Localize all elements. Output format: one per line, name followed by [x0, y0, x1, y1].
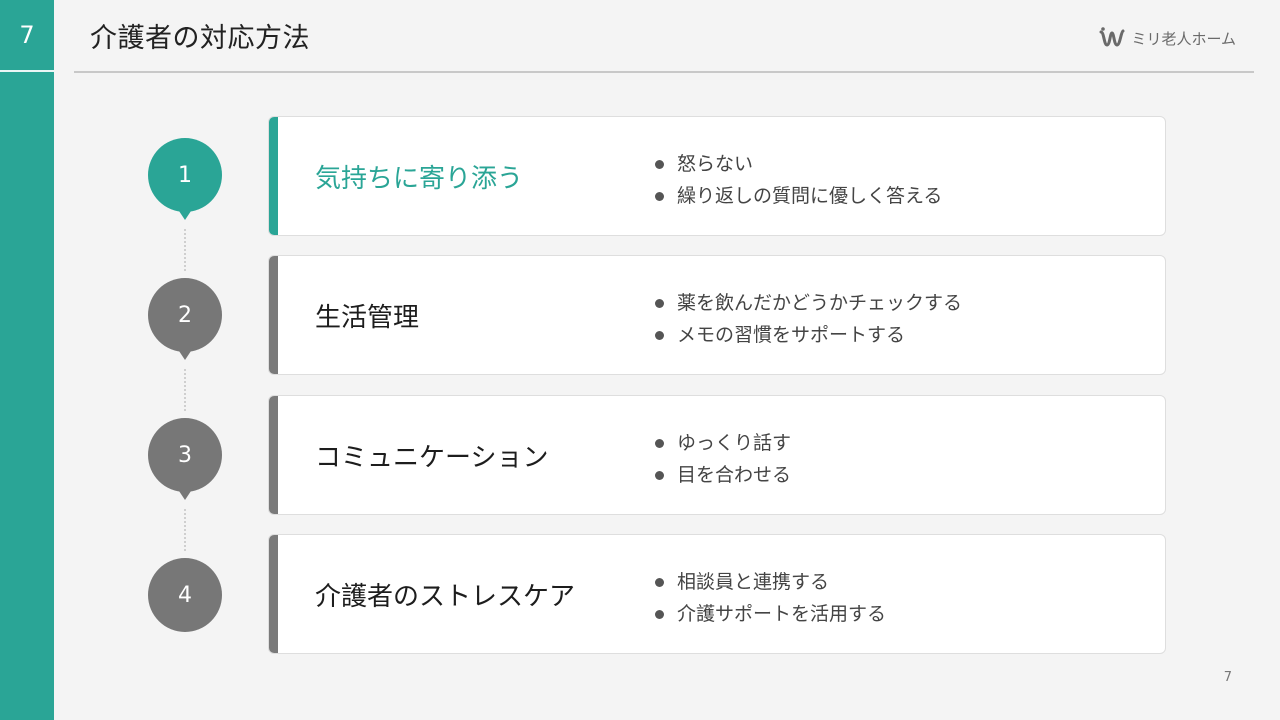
- timeline-connector: [184, 509, 186, 551]
- step-card-1: 気持ちに寄り添う 怒らない 繰り返しの質問に優しく答える: [268, 116, 1166, 236]
- step-number: 2: [148, 278, 222, 352]
- step-card-2: 生活管理 薬を飲んだかどうかチェックする メモの習慣をサポートする: [268, 255, 1166, 375]
- bullet-list: ゆっくり話す 目を合わせる: [655, 427, 791, 491]
- bullet-list: 相談員と連携する 介護サポートを活用する: [655, 566, 886, 630]
- timeline-connector: [184, 369, 186, 411]
- step-number: 1: [148, 138, 222, 212]
- card-accent-bar: [269, 256, 278, 374]
- step-title: 気持ちに寄り添う: [315, 163, 524, 194]
- bullet-item: ゆっくり話す: [655, 427, 791, 459]
- brand: ミリ老人ホーム: [1099, 27, 1236, 49]
- bullet-dot-icon: [655, 609, 664, 619]
- step-number: 3: [148, 418, 222, 492]
- step-title: 生活管理: [315, 302, 420, 333]
- bullet-item: 繰り返しの質問に優しく答える: [655, 180, 942, 212]
- sidebar: [0, 0, 54, 720]
- brand-name: ミリ老人ホーム: [1131, 29, 1236, 48]
- page-number: 7: [1223, 670, 1232, 685]
- marker-pointer: [177, 348, 193, 360]
- w-logo-icon: [1099, 27, 1125, 47]
- bullet-item: メモの習慣をサポートする: [655, 319, 962, 351]
- bullet-item: 怒らない: [655, 148, 942, 180]
- step-title: コミュニケーション: [315, 442, 549, 473]
- bullet-list: 薬を飲んだかどうかチェックする メモの習慣をサポートする: [655, 287, 962, 351]
- bullet-item: 介護サポートを活用する: [655, 598, 886, 630]
- card-accent-bar: [269, 117, 278, 235]
- step-marker-4: 4: [148, 558, 222, 632]
- card-accent-bar: [269, 396, 278, 514]
- step-marker-1: 1: [148, 138, 222, 220]
- timeline-connector: [184, 229, 186, 271]
- bullet-item: 相談員と連携する: [655, 566, 886, 598]
- bullet-dot-icon: [655, 438, 664, 448]
- bullet-dot-icon: [655, 191, 664, 201]
- bullet-dot-icon: [655, 159, 664, 169]
- step-number: 4: [148, 558, 222, 632]
- step-marker-2: 2: [148, 278, 222, 360]
- step-marker-3: 3: [148, 418, 222, 500]
- marker-pointer: [177, 488, 193, 500]
- bullet-item: 目を合わせる: [655, 459, 791, 491]
- page-title: 介護者の対応方法: [90, 23, 310, 54]
- sidebar-divider: [0, 70, 54, 72]
- bullet-dot-icon: [655, 330, 664, 340]
- slide-number: 7: [19, 21, 35, 49]
- step-title: 介護者のストレスケア: [315, 581, 576, 612]
- marker-pointer: [177, 208, 193, 220]
- bullet-dot-icon: [655, 470, 664, 480]
- header-divider: [74, 71, 1254, 73]
- bullet-list: 怒らない 繰り返しの質問に優しく答える: [655, 148, 942, 212]
- step-card-3: コミュニケーション ゆっくり話す 目を合わせる: [268, 395, 1166, 515]
- step-card-4: 介護者のストレスケア 相談員と連携する 介護サポートを活用する: [268, 534, 1166, 654]
- bullet-item: 薬を飲んだかどうかチェックする: [655, 287, 962, 319]
- bullet-dot-icon: [655, 577, 664, 587]
- card-accent-bar: [269, 535, 278, 653]
- bullet-dot-icon: [655, 298, 664, 308]
